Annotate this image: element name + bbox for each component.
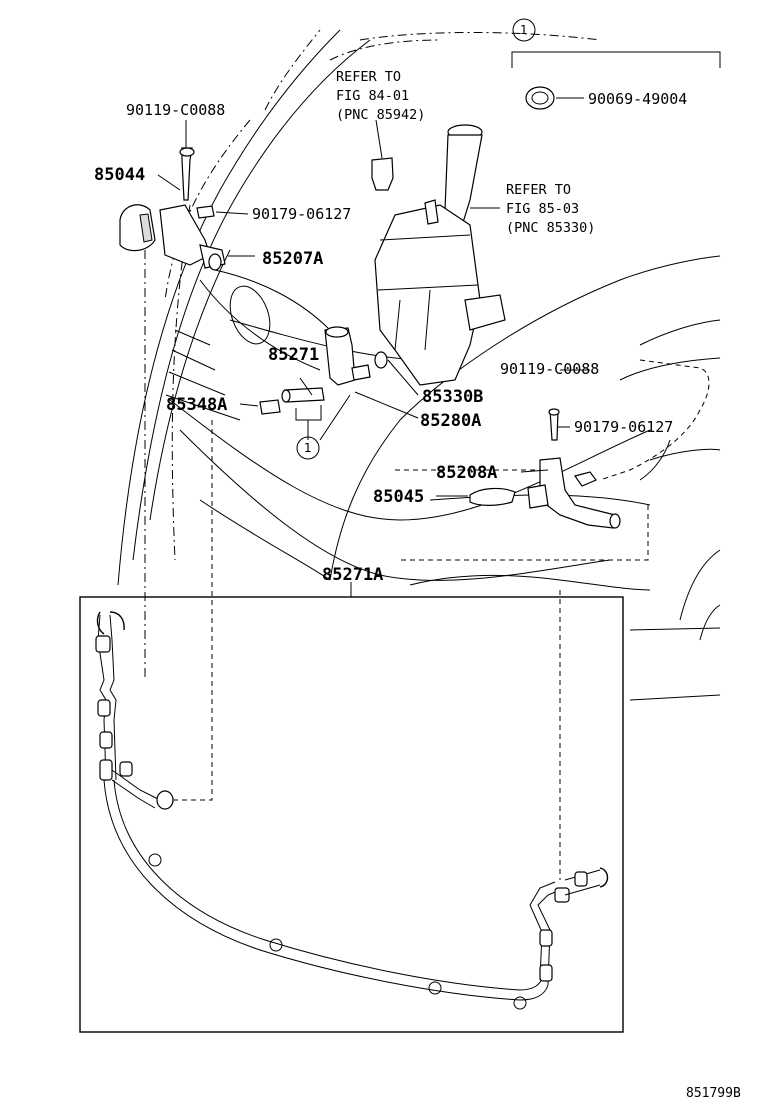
label-90179-06127-left: 90179-06127 — [252, 205, 351, 223]
part-labels: 90069-49004 90119-C0088 85044 90179-0612… — [94, 90, 687, 585]
vehicle-body-outline — [117, 29, 721, 701]
label-85330B: 85330B — [422, 387, 483, 407]
label-85045: 85045 — [373, 487, 424, 507]
refer-note-1-line2: FIG 84-01 — [336, 88, 409, 104]
refer-notes: REFER TO FIG 84-01 (PNC 85942) REFER TO … — [336, 69, 595, 236]
refer-note-2-line1: REFER TO — [506, 182, 571, 198]
washer-tank — [371, 119, 506, 386]
grommet-90069-49004 — [525, 86, 584, 110]
group-marker-label: 1 — [520, 23, 528, 37]
refer-note-2-line2: FIG 85-03 — [506, 201, 579, 217]
label-85207A: 85207A — [262, 249, 323, 269]
right-nozzle-assembly — [436, 369, 621, 529]
refer-note-1-line3: (PNC 85942) — [336, 107, 425, 123]
hose-detail-box — [79, 582, 624, 1033]
label-90179-06127-right: 90179-06127 — [574, 418, 673, 436]
group-marker-label-2: 1 — [304, 441, 312, 455]
left-nozzle-assembly — [119, 147, 255, 271]
group-marker-header: 1 — [511, 18, 721, 68]
refer-note-2-line3: (PNC 85330) — [506, 220, 595, 236]
label-90119-C0088-right: 90119-C0088 — [500, 360, 599, 378]
label-85271A: 85271A — [322, 565, 383, 585]
label-85044: 85044 — [94, 165, 145, 185]
label-85271: 85271 — [268, 345, 319, 365]
label-90069-49004: 90069-49004 — [588, 90, 687, 108]
label-85348A: 85348A — [166, 395, 227, 415]
label-85208A: 85208A — [436, 463, 497, 483]
refer-note-1-line1: REFER TO — [336, 69, 401, 85]
phantom-lines — [144, 29, 710, 880]
washer-pump: 1 — [239, 326, 419, 460]
label-85280A: 85280A — [420, 411, 481, 431]
label-90119-C0088-top: 90119-C0088 — [126, 101, 225, 119]
figure-id: 851799B — [686, 1086, 741, 1101]
